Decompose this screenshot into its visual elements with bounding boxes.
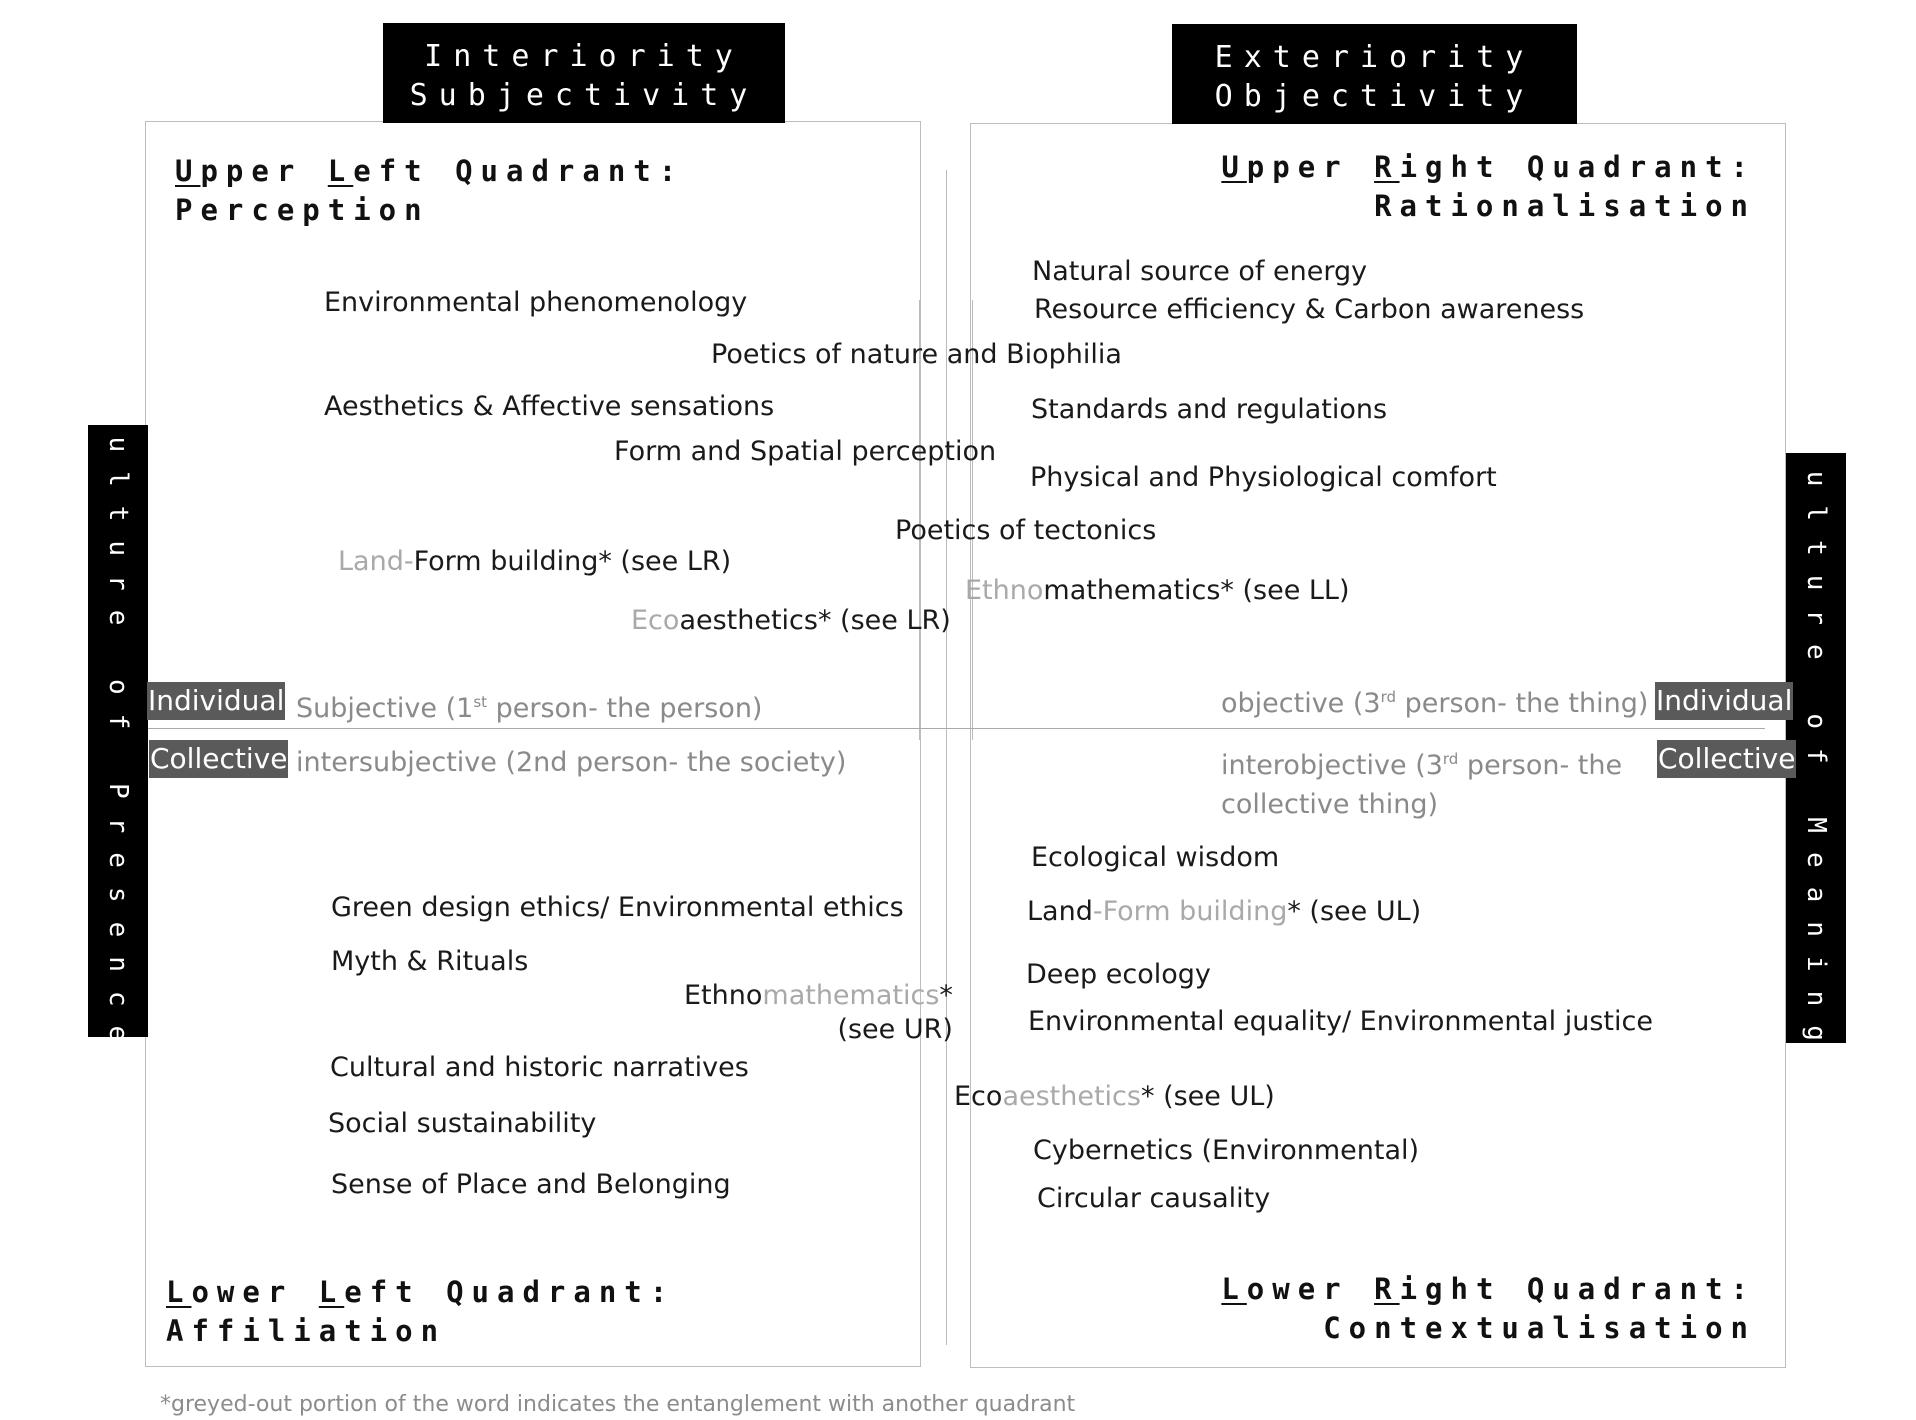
entangled-grey-part: aesthetics (1002, 1081, 1141, 1112)
entangled-normal-part: aesthetics* (see LR) (679, 605, 951, 636)
item-natural-energy: Natural source of energy (1032, 256, 1368, 287)
item-cultural-narratives: Cultural and historic narratives (330, 1052, 749, 1083)
item-circular-causality: Circular causality (1037, 1183, 1271, 1214)
entangled-normal-part: Land (1027, 896, 1093, 927)
entangled-normal-part: mathematics* (see LL) (1043, 575, 1350, 606)
item-form-spatial: Form and Spatial perception (614, 436, 997, 467)
title-ur-part2: ight Quadrant: (1399, 150, 1756, 184)
axis-objective-part1: objective (3 (1221, 688, 1381, 719)
axis-objective-sup: rd (1380, 688, 1397, 706)
item-green-design-ethics: Green design ethics/ Environmental ethic… (331, 892, 904, 923)
header-interiority: Interiority Subjectivity (383, 23, 785, 123)
entangled-see-ref: (see UR) (837, 1014, 953, 1045)
item-sense-of-place: Sense of Place and Belonging (331, 1169, 731, 1200)
axis-objective: objective (3rd person- the thing) (1221, 678, 1648, 723)
title-ll-initial: L (166, 1275, 192, 1309)
horizontal-axis-line (145, 728, 1765, 729)
title-lower-right: Lower Right Quadrant: Contextualisation (1221, 1270, 1756, 1348)
center-line-left (919, 300, 920, 740)
tag-individual-right: Individual (1655, 682, 1794, 720)
header-exteriority-line1: Exteriority (1214, 40, 1535, 75)
title-lr-part1: ower (1246, 1272, 1375, 1306)
axis-interobjective-part1: interobjective (3 (1221, 750, 1443, 781)
title-lr-part2: ight Quadrant: (1399, 1272, 1756, 1306)
entangled-grey-part: -Form building (1092, 896, 1288, 927)
item-resource-efficiency: Resource efficiency & Carbon awareness (1034, 294, 1585, 325)
title-ul-part1: pper (200, 154, 328, 188)
title-ur-initial2: R (1374, 150, 1400, 184)
title-upper-left: Upper Left Quadrant: Perception (175, 152, 684, 230)
item-land-form-building-lr: Land-Form building* (see UL) (1027, 895, 1421, 929)
title-ul-initial2: L (327, 154, 354, 188)
item-ecological-wisdom: Ecological wisdom (1031, 842, 1280, 873)
header-exteriority-line2: Objectivity (1214, 79, 1535, 114)
title-ll-initial2: L (318, 1275, 345, 1309)
axis-interobjective-part2: person- the (1458, 750, 1623, 781)
title-ll-part2: eft Quadrant: (344, 1275, 676, 1309)
axis-interobjective-line2: collective thing) (1221, 789, 1439, 820)
subtitle-lower-right: Contextualisation (1323, 1311, 1756, 1345)
title-ul-initial: U (175, 154, 201, 188)
entangled-star: * (see UL) (1287, 896, 1422, 927)
tag-individual-left: Individual (147, 682, 286, 720)
footnote: *greyed-out portion of the word indicate… (160, 1392, 1076, 1417)
item-environmental-phenomenology: Environmental phenomenology (324, 287, 748, 318)
title-ur-initial: U (1221, 150, 1247, 184)
item-land-form-building-ul: Land-Form building* (see LR) (338, 545, 731, 579)
side-label-left: Culture of Presence (88, 402, 148, 1060)
axis-subjective: Subjective (1st person- the person) (296, 683, 762, 728)
right-quadrant-frame (970, 123, 1786, 1368)
center-line-right (972, 300, 973, 740)
title-ur-part1: pper (1246, 150, 1375, 184)
item-myth-rituals: Myth & Rituals (331, 946, 529, 977)
axis-subjective-part2: person- the person) (487, 693, 763, 724)
side-label-right-text: Culture of Meaning (1801, 436, 1831, 1060)
header-interiority-line2: Subjectivity (409, 78, 759, 113)
item-social-sustainability: Social sustainability (328, 1108, 597, 1139)
entangled-normal-part: Ethno (684, 980, 763, 1011)
entangled-normal-part: Form building* (see LR) (413, 546, 732, 577)
item-cybernetics: Cybernetics (Environmental) (1033, 1135, 1420, 1166)
entangled-star: * (see UL) (1140, 1081, 1275, 1112)
title-ll-part1: ower (191, 1275, 319, 1309)
axis-subjective-sup: st (473, 693, 488, 711)
axis-subjective-part1: Subjective (1 (296, 693, 474, 724)
title-lower-left: Lower Left Quadrant: Affiliation (166, 1273, 675, 1351)
item-ecoaesthetics-ul: Ecoaesthetics* (see LR) (631, 604, 951, 638)
axis-interobjective: interobjective (3rd person- the collecti… (1221, 740, 1622, 824)
item-deep-ecology: Deep ecology (1026, 959, 1211, 990)
entangled-grey-part: Land- (338, 546, 414, 577)
side-label-left-text: Culture of Presence (103, 401, 133, 1061)
item-environmental-equality: Environmental equality/ Environmental ju… (1028, 1006, 1653, 1037)
item-poetics-biophilia: Poetics of nature and Biophilia (711, 339, 1122, 370)
header-exteriority: Exteriority Objectivity (1172, 24, 1577, 124)
item-poetics-tectonics: Poetics of tectonics (895, 515, 1157, 546)
item-ethnomathematics-ll: Ethnomathematics* (see UR) (684, 979, 953, 1047)
entangled-grey-part: mathematics (762, 980, 940, 1011)
title-lr-initial: L (1221, 1272, 1247, 1306)
title-lr-initial2: R (1374, 1272, 1400, 1306)
title-upper-right: Upper Right Quadrant: Rationalisation (1221, 148, 1756, 226)
entangled-grey-part: Eco (631, 605, 680, 636)
subtitle-upper-left: Perception (175, 193, 430, 227)
entangled-grey-part: Ethno (965, 575, 1044, 606)
axis-objective-part2: person- the thing) (1396, 688, 1649, 719)
item-ethnomathematics-ur: Ethnomathematics* (see LL) (965, 574, 1350, 608)
entangled-star: * (939, 980, 953, 1011)
subtitle-upper-right: Rationalisation (1374, 189, 1756, 223)
item-standards-regulations: Standards and regulations (1031, 394, 1388, 425)
entangled-normal-part: Eco (954, 1081, 1003, 1112)
tag-collective-left: Collective (149, 740, 289, 778)
header-interiority-line1: Interiority (424, 39, 744, 74)
center-line-middle (946, 170, 947, 1345)
item-aesthetics-affective: Aesthetics & Affective sensations (324, 391, 775, 422)
axis-interobjective-sup: rd (1442, 750, 1459, 768)
subtitle-lower-left: Affiliation (166, 1314, 447, 1348)
item-ecoaesthetics-lr: Ecoaesthetics* (see UL) (954, 1080, 1275, 1114)
tag-collective-right: Collective (1657, 740, 1797, 778)
title-ul-part2: eft Quadrant: (353, 154, 685, 188)
axis-intersubjective: intersubjective (2nd person- the society… (296, 747, 847, 778)
item-physical-comfort: Physical and Physiological comfort (1030, 462, 1497, 493)
